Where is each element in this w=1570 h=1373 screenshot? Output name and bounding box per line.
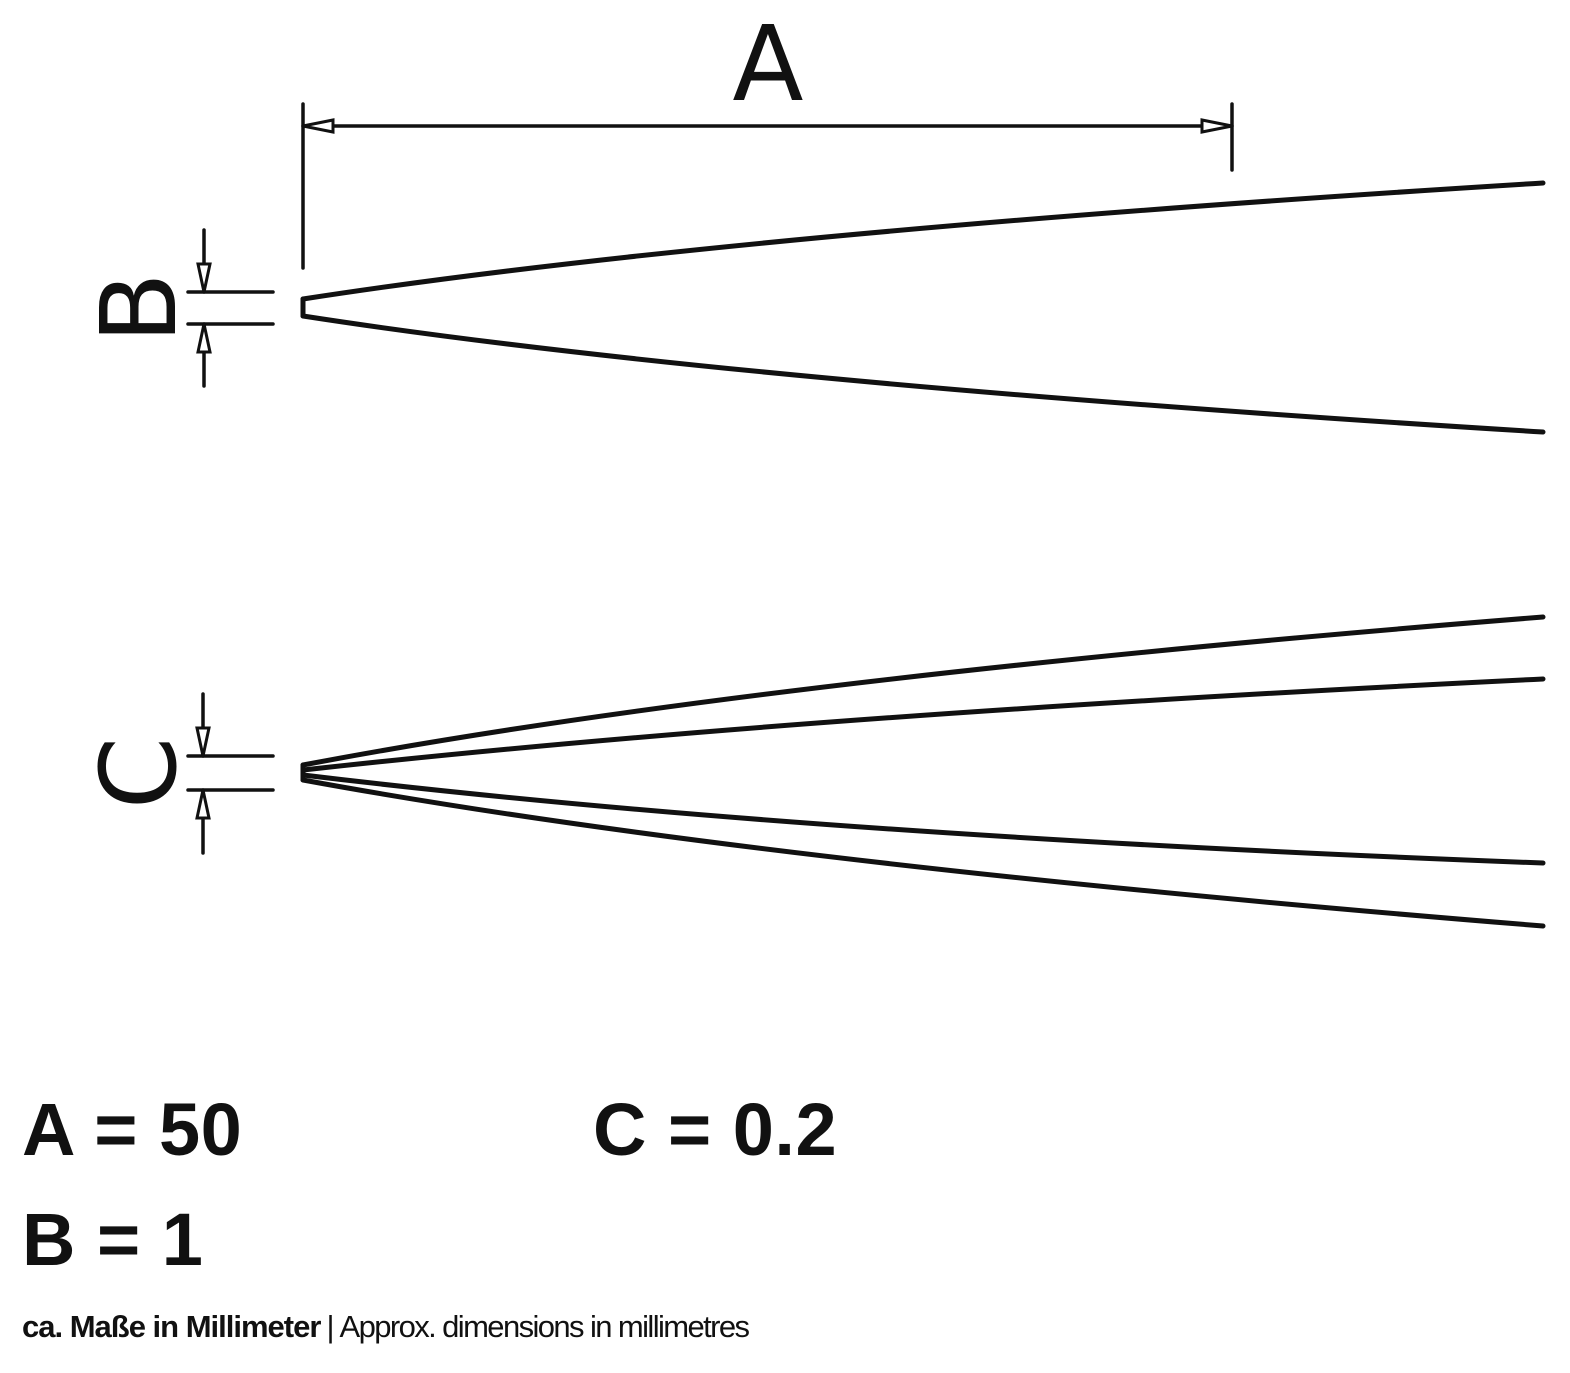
dimension-c-arrow-top: [195, 726, 211, 757]
tip-upper: [300, 180, 1546, 435]
tip-lower-outer-top: [300, 614, 1546, 768]
tip-lower-inner-bottom: [300, 772, 1546, 866]
dimension-c-arrow-bottom: [195, 789, 211, 820]
tip-upper-jaw-top: [300, 180, 1546, 302]
dimension-a: A: [301, 3, 1234, 270]
dimension-b-label: B: [78, 272, 200, 343]
footnote-separator: |: [326, 1309, 334, 1344]
value-c: C = 0.2: [593, 1088, 838, 1171]
footnote-german: ca. Maße in Millimeter: [22, 1309, 321, 1344]
dimension-a-arrow-right: [1200, 118, 1233, 134]
dimension-c-label: C: [78, 737, 200, 810]
dimension-b: B: [78, 228, 275, 388]
tip-lower-inner-top: [300, 676, 1546, 773]
tip-upper-jaw-bottom: [300, 313, 1546, 435]
dimension-a-label: A: [732, 3, 803, 125]
value-a: A = 50: [22, 1088, 243, 1171]
tip-lower: [300, 614, 1546, 929]
dimension-a-arrow-left: [302, 118, 335, 134]
dimensions-footnote: ca. Maße in Millimeter|Approx. dimension…: [22, 1309, 751, 1344]
dimension-b-arrow-top: [196, 262, 212, 293]
dimension-c: C: [78, 692, 275, 855]
value-b: B = 1: [22, 1198, 204, 1281]
dimension-b-arrow-bottom: [196, 323, 212, 354]
footnote-english: Approx. dimensions in millimetres: [339, 1309, 751, 1344]
tip-lower-outer-bottom: [300, 777, 1546, 929]
